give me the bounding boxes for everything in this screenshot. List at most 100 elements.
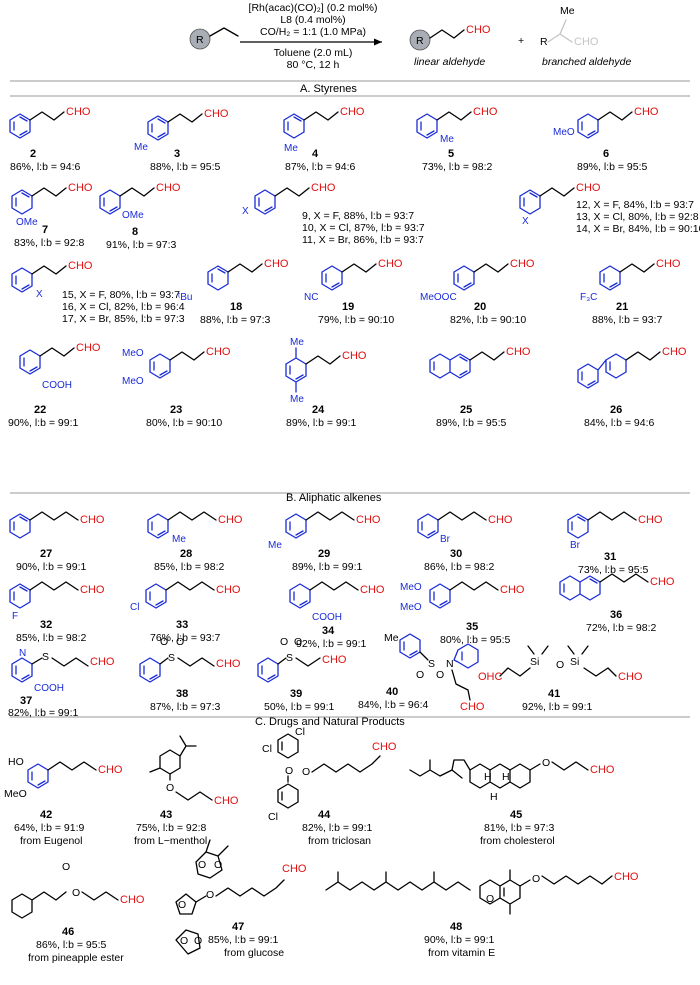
svg-text:O: O [532,873,540,885]
compound-12-14: CHO X 12, X = F, 84%, l:b = 93:7 13, X =… [519,182,700,235]
svg-text:CHO: CHO [264,258,289,270]
svg-text:CHO: CHO [638,514,663,526]
svg-text:87%, l:b = 94:6: 87%, l:b = 94:6 [285,161,356,173]
svg-text:CHO: CHO [214,795,239,807]
svg-text:CHO: CHO [662,346,687,358]
svg-text:85%, l:b = 98:2: 85%, l:b = 98:2 [154,561,225,573]
compound-36: CHO 36 72%, l:b = 98:2 [559,573,675,634]
svg-text:O: O [178,899,186,911]
compound-47: O O O O O O CHO 47 85%, l:b = 99:1 from … [175,839,307,959]
svg-text:Me: Me [290,337,304,348]
svg-text:CHO: CHO [618,671,643,683]
svg-text:44: 44 [318,809,331,821]
svg-text:MeO: MeO [553,127,575,138]
compound-46: O O CHO 46 86%, l:b = 95:5 from pineappl… [11,861,145,964]
svg-text:HO: HO [8,756,24,768]
svg-text:88%, l:b = 93:7: 88%, l:b = 93:7 [592,314,663,326]
svg-text:O: O [302,766,310,778]
svg-text:CHO: CHO [98,764,123,776]
section-c-title: C. Drugs and Natural Products [255,716,405,728]
svg-text:H: H [484,771,492,783]
svg-text:72%, l:b = 98:2: 72%, l:b = 98:2 [586,622,657,634]
compound-33: CHO Cl 33 76%, l:b = 93:7 [130,581,241,644]
svg-text:COOH: COOH [42,380,72,391]
svg-text:CHO: CHO [650,576,675,588]
compound-6: CHO MeO 6 89%, l:b = 95:5 [553,106,659,173]
svg-text:19: 19 [342,301,354,313]
compound-30: CHO Br 30 86%, l:b = 98:2 [417,511,513,573]
svg-text:F₃C: F₃C [580,292,597,303]
svg-text:from Eugenol: from Eugenol [20,835,82,847]
svg-text:CHO: CHO [120,894,145,906]
svg-text:Si: Si [570,656,579,668]
svg-text:73%, l:b = 98:2: 73%, l:b = 98:2 [422,161,493,173]
svg-text:Me: Me [290,394,304,405]
svg-text:75%, l:b = 92:8: 75%, l:b = 92:8 [136,822,207,834]
svg-text:MeO: MeO [122,376,144,387]
svg-text:76%, l:b = 93:7: 76%, l:b = 93:7 [150,632,221,644]
svg-text:CHO: CHO [488,514,513,526]
svg-text:47: 47 [232,921,244,933]
svg-text:90%, l:b = 99:1: 90%, l:b = 99:1 [8,417,79,429]
svg-text:23: 23 [170,404,182,416]
svg-text:18: 18 [230,301,242,313]
svg-text:N: N [19,648,26,659]
compound-25: CHO 25 89%, l:b = 95:5 [429,346,531,429]
svg-text:O: O [166,782,174,794]
svg-text:O: O [198,859,206,871]
svg-text:CHO: CHO [342,350,367,362]
svg-text:92%, l:b = 99:1: 92%, l:b = 99:1 [522,701,593,713]
svg-text:from triclosan: from triclosan [308,835,371,847]
svg-text:ᵗBu: ᵗBu [178,292,192,303]
svg-text:88%, l:b = 95:5: 88%, l:b = 95:5 [150,161,221,173]
svg-text:8: 8 [132,226,138,238]
svg-text:35: 35 [466,621,478,633]
svg-text:2: 2 [30,148,36,160]
svg-text:34: 34 [322,625,335,637]
svg-text:86%, l:b = 94:6: 86%, l:b = 94:6 [10,161,81,173]
compound-37: N S CHO COOH 37 82%, l:b = 99:1 [8,648,115,719]
svg-text:88%, l:b = 97:3: 88%, l:b = 97:3 [200,314,271,326]
svg-text:27: 27 [40,548,52,560]
compound-24: CHO Me Me 24 89%, l:b = 99:1 [285,337,367,429]
svg-text:CHO: CHO [356,514,381,526]
section-b-title: B. Aliphatic alkenes [286,492,382,504]
svg-text:14, X = Br, 84%, l:b = 90:10: 14, X = Br, 84%, l:b = 90:10 [576,223,700,235]
compound-26: CHO 26 84%, l:b = 94:6 [577,346,687,429]
svg-text:Me: Me [384,632,399,644]
svg-text:O: O [160,636,168,648]
svg-text:38: 38 [176,688,188,700]
svg-text:79%, l:b = 90:10: 79%, l:b = 90:10 [318,314,394,326]
svg-text:Cl: Cl [295,726,305,738]
svg-text:OMe: OMe [16,217,38,228]
svg-text:CHO: CHO [378,258,403,270]
svg-text:from L−menthol: from L−menthol [134,835,207,847]
svg-text:COOH: COOH [312,612,342,623]
compound-7: CHO OMe 7 83%, l:b = 92:8 [11,182,93,249]
svg-text:S: S [42,651,49,663]
svg-text:O: O [285,765,293,777]
svg-text:50%, l:b = 99:1: 50%, l:b = 99:1 [264,701,335,713]
svg-text:20: 20 [474,301,486,313]
conditions-text: 80 °C, 12 h [287,59,340,71]
svg-text:15, X = F, 80%, l:b = 93:7: 15, X = F, 80%, l:b = 93:7 [62,289,180,301]
svg-text:CHO: CHO [322,654,347,666]
svg-text:Me: Me [172,534,186,545]
svg-text:CHO: CHO [311,182,336,194]
svg-text:CHO: CHO [340,106,365,118]
svg-text:O: O [180,935,188,947]
svg-text:Me: Me [440,134,454,145]
svg-text:CHO: CHO [473,106,498,118]
svg-text:84%, l:b = 94:6: 84%, l:b = 94:6 [584,417,655,429]
svg-text:O: O [176,636,184,648]
compound-4: CHO Me 4 87%, l:b = 94:6 [283,106,365,173]
compound-35: CHO MeO MeO 35 80%, l:b = 95:5 [400,581,525,646]
svg-text:86%, l:b = 95:5: 86%, l:b = 95:5 [36,939,107,951]
svg-text:Cl: Cl [130,602,139,613]
gas-text: CO/H₂ = 1:1 (1.0 MPa) [260,26,366,38]
svg-text:from pineapple ester: from pineapple ester [28,952,124,964]
svg-text:CHO: CHO [216,584,241,596]
svg-text:from cholesterol: from cholesterol [480,835,555,847]
